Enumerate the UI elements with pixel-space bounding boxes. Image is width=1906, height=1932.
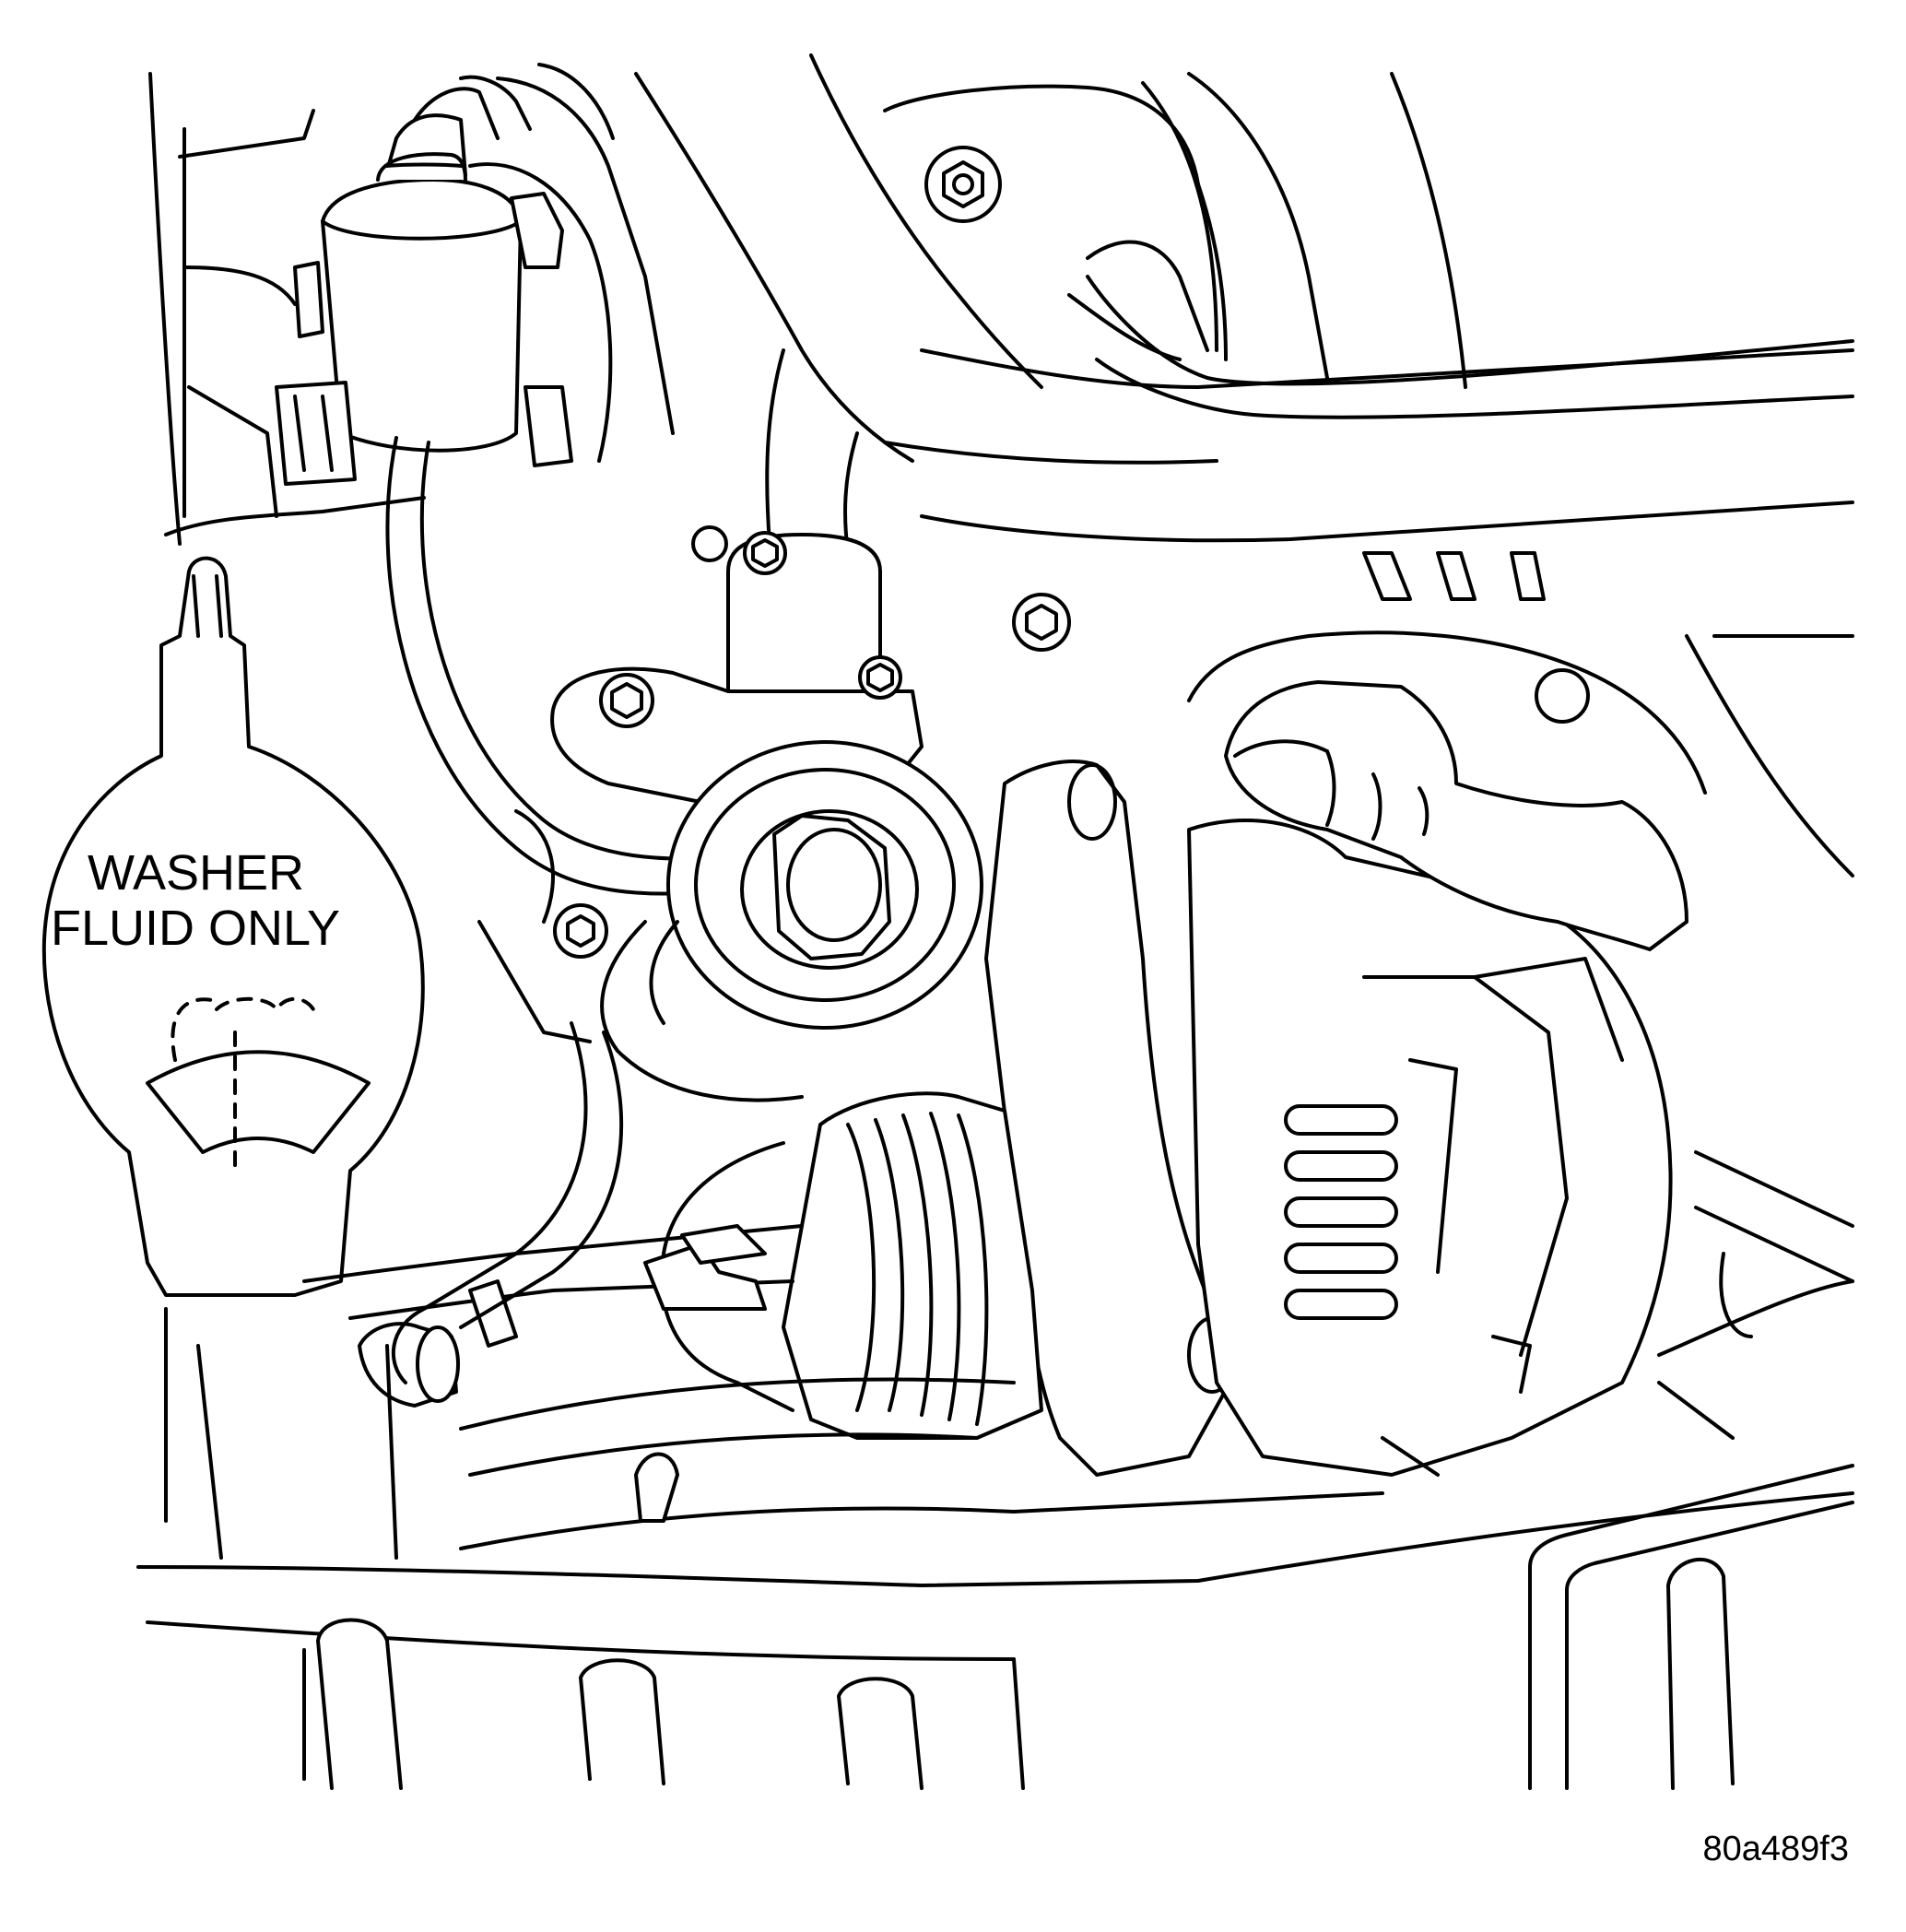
engine-background xyxy=(148,53,1854,1338)
bracket-nut xyxy=(1012,593,1071,652)
windshield-wiper-washer-icon xyxy=(146,996,371,1177)
vacuum-sensor xyxy=(275,75,613,486)
washer-reservoir-cap: WASHER FLUID ONLY xyxy=(41,556,425,1297)
generator xyxy=(660,630,1707,1477)
egr-assembly xyxy=(477,348,983,1102)
bottom-panel xyxy=(136,1464,1854,1790)
cap-label-line1: WASHER xyxy=(88,845,304,901)
heater-hose xyxy=(1086,275,1854,419)
cap-label-line2: FLUID ONLY xyxy=(51,901,340,956)
lower-engine-structures xyxy=(164,1021,1854,1560)
figure-id: 80a489f3 xyxy=(1702,1830,1850,1868)
vacuum-hose xyxy=(385,436,767,896)
